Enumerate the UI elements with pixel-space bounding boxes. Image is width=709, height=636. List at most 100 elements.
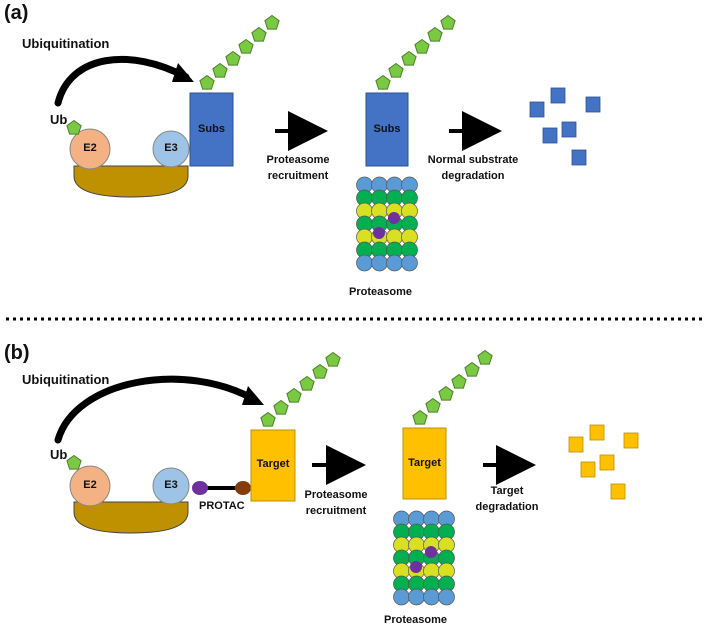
proteasome-label: Proteasome: [349, 286, 412, 298]
ubiquitin-pentagon: [225, 50, 241, 66]
degraded-fragment: [589, 424, 605, 441]
proteasome-active-site: [425, 546, 437, 558]
proteasome-subunit: [386, 254, 403, 272]
ub-label: Ub: [50, 447, 68, 462]
degraded-fragments: [529, 87, 601, 166]
degraded-fragment: [529, 101, 545, 118]
proteasome-active-site: [388, 212, 400, 224]
e3-circle: [152, 130, 190, 168]
panel-a-tag: (a): [4, 2, 29, 24]
step2-label-line1: Normal substrate: [427, 154, 519, 166]
ubiquitin-pentagon: [212, 62, 228, 78]
ubiquitination-arrow: [54, 375, 259, 444]
ubiquitin-pentagon: [66, 119, 82, 135]
substrate-box-recruited: [365, 92, 409, 167]
e2-circle: [69, 128, 111, 170]
ubiquitin-pentagon: [414, 38, 430, 54]
ubiquitin-pentagon: [325, 351, 341, 367]
e2-label: E2: [83, 479, 97, 491]
proteasome-active-site: [373, 227, 385, 239]
degraded-fragments: [568, 424, 639, 500]
proteasome-subunit: [393, 588, 410, 606]
ubiquitin-pentagon: [251, 26, 267, 42]
ubiquitin-pentagon: [464, 361, 480, 377]
ubiquitin-pentagon: [401, 50, 417, 66]
ubiquitin-pentagon: [412, 409, 428, 425]
substrate-label-recruited: Subs: [373, 123, 401, 135]
proteasome-subunit: [371, 254, 388, 272]
panel-a-graphics: [54, 14, 601, 272]
ubiquitination-label: Ubiquitination: [22, 36, 110, 51]
degraded-fragment: [623, 432, 639, 449]
ubiquitin-pentagon: [299, 375, 315, 391]
target-box: [250, 429, 296, 502]
step1-label-line1: Proteasome: [266, 154, 330, 166]
step1-label: Proteasome recruitment: [293, 487, 379, 519]
target-label: Target: [256, 458, 290, 470]
target-label-recruited: Target: [408, 457, 441, 469]
ubiquitin-pentagon: [273, 399, 289, 415]
proteasome-subunit: [423, 588, 440, 606]
degraded-fragment: [610, 483, 626, 500]
degraded-fragment: [561, 121, 577, 138]
target-box-recruited: [402, 427, 447, 500]
degraded-fragment: [542, 127, 558, 144]
ubiquitination-arrowhead: [172, 63, 194, 82]
ubiquitin-pentagon: [199, 74, 215, 90]
ubiquitin-chain-recruited: [375, 14, 456, 90]
ubiquitin-pentagon: [438, 385, 454, 401]
ubiquitin-pentagon: [260, 411, 276, 427]
ubiquitin-pentagon: [425, 397, 441, 413]
substrate-box: [189, 92, 234, 167]
step1-label-line2: recruitment: [305, 505, 367, 517]
step2-label-line1: Target: [490, 485, 524, 497]
step2-label-line2: degradation: [475, 501, 539, 513]
ubiquitin-pentagon: [388, 62, 404, 78]
ubiquitin-pentagon: [477, 349, 493, 365]
e3-label: E3: [164, 142, 178, 154]
ubiquitin-pentagon: [451, 373, 467, 389]
ubiquitin-tag: [66, 119, 82, 135]
proteasome-subunit: [408, 588, 425, 606]
proteasome-subunit: [401, 254, 418, 272]
ubiquitin-chain: [199, 14, 280, 90]
step1-label-line2: recruitment: [267, 170, 329, 182]
ubiquitin-chain-recruited: [412, 349, 493, 425]
degraded-fragment: [568, 436, 584, 453]
ub-label: Ub: [50, 112, 68, 127]
proteasome-subunit: [438, 588, 455, 606]
ubiquitin-pentagon: [286, 387, 302, 403]
substrate-label: Subs: [198, 123, 225, 135]
ubiquitin-tag: [66, 454, 82, 470]
e3-label: E3: [164, 479, 178, 491]
degraded-fragment: [599, 454, 615, 471]
e3-platform: [73, 501, 189, 534]
proteasome: [356, 176, 418, 272]
step1-label: Proteasome recruitment: [256, 152, 340, 184]
ubiquitination-arrowhead: [242, 386, 264, 405]
ubiquitin-pentagon: [66, 454, 82, 470]
ubiquitination-arrow: [54, 55, 190, 107]
e3-circle: [152, 467, 190, 505]
step2-label: Target degradation: [472, 483, 542, 515]
degraded-fragment: [585, 96, 601, 113]
panel-b-tag: (b): [4, 342, 30, 364]
ubiquitination-label: Ubiquitination: [22, 372, 110, 387]
degraded-fragment: [580, 461, 596, 478]
e2-label: E2: [83, 142, 97, 154]
protac-label: PROTAC: [199, 500, 245, 512]
step2-label-line2: degradation: [441, 170, 505, 182]
ubiquitin-pentagon: [427, 26, 443, 42]
protac-e3-ligand: [192, 481, 208, 495]
ubiquitin-pentagon: [312, 363, 328, 379]
step1-label-line1: Proteasome: [304, 489, 368, 501]
proteasome-subunit: [356, 254, 373, 272]
ubiquitin-pentagon: [440, 14, 456, 30]
protac-target-ligand: [235, 481, 251, 495]
e2-circle: [69, 465, 111, 507]
degraded-fragment: [550, 87, 566, 104]
step2-label: Normal substrate degradation: [418, 152, 528, 184]
proteasome: [393, 510, 455, 606]
proteasome-label: Proteasome: [384, 614, 447, 626]
